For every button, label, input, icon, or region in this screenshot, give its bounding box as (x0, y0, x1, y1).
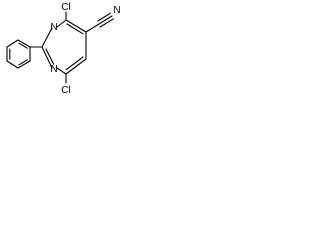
bond (6, 39, 19, 48)
pyrimidine-ring (41, 19, 87, 75)
bond (17, 60, 31, 69)
bond-to-nitrile (85, 23, 100, 33)
bond (65, 19, 87, 33)
bond (56, 19, 67, 28)
phenyl-ring (6, 39, 31, 69)
atom-cl-top: Cl (61, 2, 70, 13)
double-bond (45, 48, 55, 65)
chemical-structure: Cl Cl N N N (6, 2, 121, 96)
atom-n-ring-bottom: N (50, 64, 57, 75)
nitrile-triple-bond (97, 12, 115, 28)
bond (6, 60, 19, 69)
atom-cl-bottom: Cl (61, 85, 70, 96)
bond (56, 67, 67, 75)
bond (41, 46, 53, 69)
double-bond (18, 59, 28, 66)
double-bond (18, 42, 28, 49)
bond (17, 39, 31, 48)
atom-n-ring-top: N (50, 22, 57, 33)
bond (41, 27, 53, 48)
double-bond (65, 56, 84, 71)
bond (65, 58, 87, 75)
double-bond (66, 23, 84, 35)
atom-n-nitrile: N (113, 5, 120, 16)
